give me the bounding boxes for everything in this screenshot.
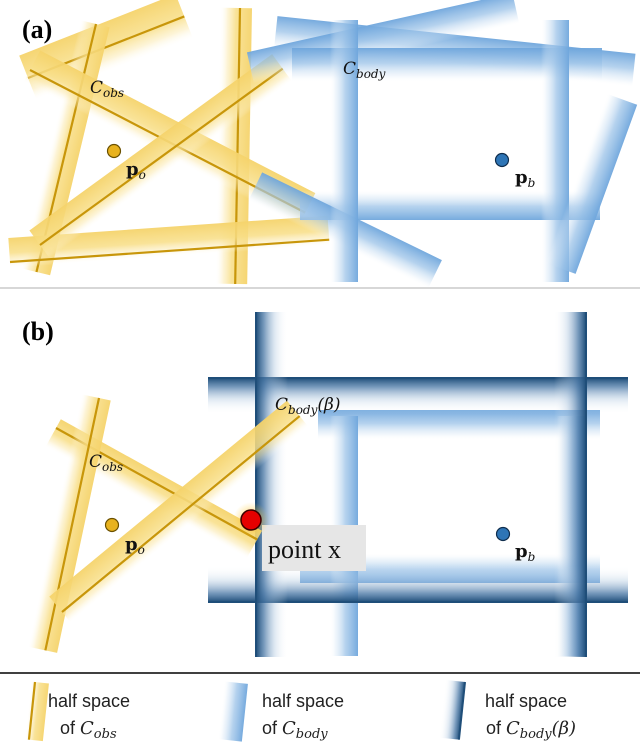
point-x: [240, 509, 262, 531]
legend: half space of Cobs half space of Cbody h…: [24, 679, 576, 742]
body-half-space: [330, 20, 358, 282]
point-po-label-b: po: [125, 534, 145, 557]
legend-line2: of Cbody: [262, 718, 328, 742]
c-obs-label-a: Cobs: [90, 78, 124, 100]
legend-line1: half space: [48, 691, 130, 711]
obs-half-space: [49, 400, 309, 623]
c-body-label-a: Cbody: [343, 59, 386, 81]
point-po-b: [104, 517, 120, 533]
legend-line1: half space: [262, 691, 344, 711]
body-beta-half-space: [255, 312, 288, 657]
point-x-label: point x: [268, 535, 341, 564]
c-body-beta-label-b: Cbody(β): [275, 395, 340, 417]
legend-item-obs: half space of Cobs: [24, 681, 130, 742]
svg-text:Cobs: Cobs: [89, 452, 123, 474]
legend-swatch-obs: [24, 681, 49, 742]
legend-item-body: half space of Cbody: [217, 681, 344, 742]
legend-line2: of Cbody(β): [486, 718, 576, 742]
svg-text:Cbody: Cbody: [343, 59, 386, 81]
point-pb-label-a: pb: [515, 167, 535, 190]
svg-text:Cbody(β): Cbody(β): [275, 395, 340, 417]
svg-text:Cobs: Cobs: [90, 78, 124, 100]
obs-half-space: [8, 215, 330, 268]
obs-half-spaces-a: [8, 0, 330, 285]
legend-swatch-body: [217, 681, 248, 742]
point-po-a: [106, 143, 122, 159]
point-x-callout: point x: [262, 525, 366, 571]
obs-half-space: [27, 394, 111, 653]
panel-a: (a): [8, 0, 638, 289]
point-pb-label-b: pb: [515, 541, 535, 564]
body-beta-half-space: [554, 312, 587, 657]
body-beta-half-spaces-b: [208, 312, 628, 657]
body-half-space: [318, 410, 600, 440]
obs-half-spaces-b: [27, 394, 309, 653]
point-pb-a: [494, 152, 510, 168]
body-half-space: [541, 20, 569, 282]
legend-swatch-body-beta: [439, 679, 466, 740]
c-obs-label-b: Cobs: [89, 452, 123, 474]
body-half-spaces-a: [246, 0, 638, 289]
obs-half-space: [29, 54, 293, 258]
point-po-label-a: po: [126, 159, 146, 182]
legend-line2: of Cobs: [60, 718, 117, 742]
legend-line1: half space: [485, 691, 567, 711]
point-pb-b: [495, 526, 511, 542]
panel-a-label: (a): [22, 15, 52, 44]
legend-item-body-beta: half space of Cbody(β): [439, 679, 576, 742]
panel-b: (b): [22, 312, 628, 657]
panel-b-label: (b): [22, 317, 54, 346]
body-half-space: [545, 93, 638, 274]
